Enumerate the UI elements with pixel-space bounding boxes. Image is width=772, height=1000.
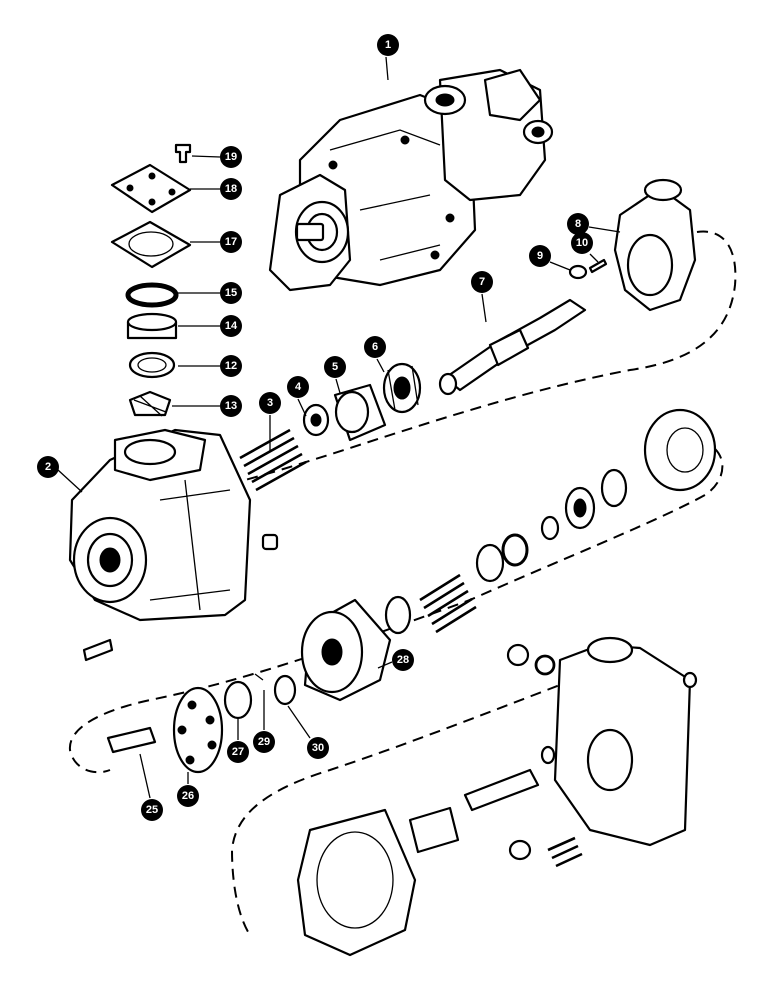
svg-text:27: 27 — [232, 746, 244, 758]
callout-25: 25 — [141, 799, 163, 821]
pump-housing — [68, 428, 279, 622]
svg-text:17: 17 — [225, 236, 237, 248]
shaft-group — [239, 298, 587, 492]
cover-parts — [110, 143, 192, 417]
svg-text:1: 1 — [385, 39, 391, 51]
svg-text:9: 9 — [537, 250, 543, 262]
svg-text:3: 3 — [267, 397, 273, 409]
callout-3: 3 — [259, 392, 281, 414]
svg-text:5: 5 — [332, 361, 338, 373]
svg-text:10: 10 — [576, 237, 588, 249]
callout-4: 4 — [287, 376, 309, 398]
svg-text:12: 12 — [225, 360, 237, 372]
callout-8: 8 — [567, 213, 589, 235]
port-plate-group — [475, 408, 717, 583]
callout-15: 15 — [220, 282, 242, 304]
svg-text:8: 8 — [575, 218, 581, 230]
callout-1: 1 — [377, 34, 399, 56]
callout-10: 10 — [571, 232, 593, 254]
yoke-parts — [568, 178, 697, 312]
svg-text:13: 13 — [225, 400, 237, 412]
svg-text:28: 28 — [397, 654, 409, 666]
callout-9: 9 — [529, 245, 551, 267]
svg-text:19: 19 — [225, 151, 237, 163]
callout-14: 14 — [220, 315, 242, 337]
callout-12: 12 — [220, 355, 242, 377]
cylinder-group — [82, 573, 477, 774]
callout-5: 5 — [324, 356, 346, 378]
callouts: 1 2 3 4 5 6 7 8 9 10 12 13 14 15 17 18 1… — [37, 34, 621, 821]
callout-26: 26 — [177, 785, 199, 807]
svg-text:7: 7 — [479, 276, 485, 288]
svg-text:6: 6 — [372, 341, 378, 353]
callout-27: 27 — [227, 741, 249, 763]
assembly-guide-lines — [68, 230, 737, 936]
svg-text:15: 15 — [225, 287, 237, 299]
callout-18: 18 — [220, 178, 242, 200]
callout-13: 13 — [220, 395, 242, 417]
callout-19: 19 — [220, 146, 242, 168]
svg-text:26: 26 — [182, 790, 194, 802]
svg-text:18: 18 — [225, 183, 237, 195]
svg-text:25: 25 — [146, 804, 158, 816]
pump-assembly — [268, 68, 554, 292]
svg-text:14: 14 — [225, 320, 238, 332]
callout-2: 2 — [37, 456, 59, 478]
valve-parts — [296, 636, 698, 957]
svg-text:2: 2 — [45, 461, 51, 473]
callout-29: 29 — [253, 731, 275, 753]
callout-28: 28 — [392, 649, 414, 671]
svg-text:30: 30 — [312, 742, 324, 754]
callout-6: 6 — [364, 336, 386, 358]
svg-text:4: 4 — [295, 381, 302, 393]
callout-30: 30 — [307, 737, 329, 759]
callout-17: 17 — [220, 231, 242, 253]
callout-7: 7 — [471, 271, 493, 293]
svg-text:29: 29 — [258, 736, 270, 748]
